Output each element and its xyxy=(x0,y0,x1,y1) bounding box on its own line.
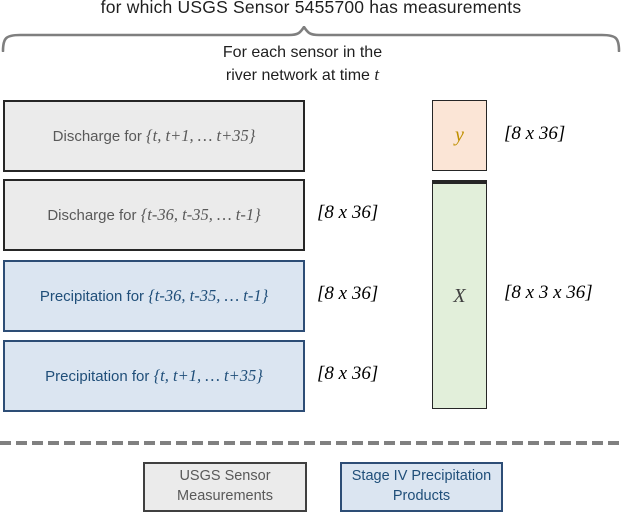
tensor-y-label: y xyxy=(455,124,464,146)
time-variable: t xyxy=(374,65,380,84)
box-precip-future: Precipitation for {t, t+1, … t+35} xyxy=(3,340,305,412)
dashed-separator xyxy=(0,441,622,445)
time-range: {t, t+1, … t+35} xyxy=(153,366,263,385)
box-discharge-past-label: Discharge for {t-36, t-35, … t-1} xyxy=(47,205,261,224)
figure-caption-top: for which USGS Sensor 5455700 has measur… xyxy=(100,0,522,17)
tensor-x-box: X xyxy=(432,180,487,409)
time-range: {t-36, t-35, … t-1} xyxy=(140,205,261,224)
brace-label: For each sensor in the river network at … xyxy=(0,42,605,87)
box-precip-past: Precipitation for {t-36, t-35, … t-1} xyxy=(3,260,305,332)
box-discharge-future: Discharge for {t, t+1, … t+35} xyxy=(3,100,305,172)
dim-label-precip-past: [8 x 36] xyxy=(317,283,379,304)
box-discharge-past: Discharge for {t-36, t-35, … t-1} xyxy=(3,179,305,251)
dim-label-discharge-past: [8 x 36] xyxy=(317,202,379,223)
brace-label-line1: For each sensor in the xyxy=(222,44,383,61)
dim-label-precip-future: [8 x 36] xyxy=(317,363,379,384)
dim-label-x: [8 x 3 x 36] xyxy=(504,282,593,303)
time-range: {t, t+1, … t+35} xyxy=(146,126,256,145)
box-precip-future-label: Precipitation for {t, t+1, … t+35} xyxy=(45,366,263,385)
dim-label-y: [8 x 36] xyxy=(504,123,566,144)
tensor-y-box: y xyxy=(432,100,487,171)
brace-icon xyxy=(1,26,621,52)
tensor-x-label: X xyxy=(453,284,466,307)
time-range: {t-36, t-35, … t-1} xyxy=(148,286,269,305)
box-precip-past-label: Precipitation for {t-36, t-35, … t-1} xyxy=(39,286,269,305)
box-discharge-future-label: Discharge for {t, t+1, … t+35} xyxy=(52,126,256,145)
brace-label-line2: river network at time xyxy=(225,67,375,84)
